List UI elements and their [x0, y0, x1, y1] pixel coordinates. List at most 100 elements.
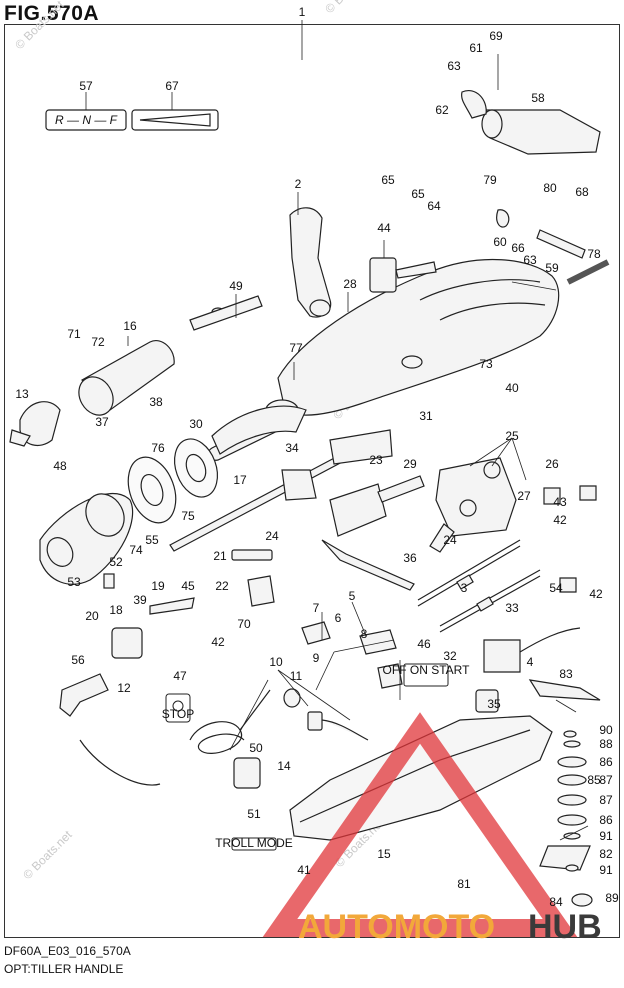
washer-stack — [539, 730, 593, 907]
callout-number: 86 — [599, 813, 613, 827]
callout-number: 91 — [599, 863, 613, 877]
callout-number: 5 — [349, 589, 356, 603]
callout-number: 61 — [469, 41, 483, 55]
callout-number: 53 — [67, 575, 81, 589]
callout-number: 20 — [85, 609, 99, 623]
callout-number: 84 — [549, 895, 563, 909]
callout-number: 42 — [553, 513, 567, 527]
callout-number: 82 — [599, 847, 613, 861]
shift-linkage — [321, 475, 425, 591]
callout-number: 69 — [489, 29, 503, 43]
figure-code: DF60A_E03_016_570A — [4, 944, 131, 958]
stop-decal-text: STOP — [162, 707, 194, 721]
callout-number: 28 — [343, 277, 357, 291]
callout-number: 16 — [123, 319, 137, 333]
callout-number: 1 — [299, 5, 306, 19]
callout-number: 3 — [461, 581, 468, 595]
callout-number: 41 — [297, 863, 311, 877]
decals: OFF ON START STOP TROLL MODE — [162, 663, 471, 851]
throttle-grip — [9, 340, 175, 447]
watermark-text: © Boats.net — [12, 0, 67, 52]
callout-number: 49 — [229, 279, 243, 293]
figure-description: OPT:TILLER HANDLE — [4, 962, 124, 976]
callout-number: 15 — [377, 847, 391, 861]
callout-number: 37 — [95, 415, 109, 429]
logo-triangle — [262, 712, 578, 937]
callout-number: 87 — [599, 793, 613, 807]
callout-number: 81 — [457, 877, 471, 891]
diagram-frame — [4, 24, 620, 938]
callout-number: 22 — [215, 579, 229, 593]
callout-number: 87 — [599, 773, 613, 787]
callout-number: 72 — [91, 335, 105, 349]
callout-number: 80 — [543, 181, 557, 195]
watermark-text: © Boats.net — [322, 0, 377, 16]
callout-number: 78 — [587, 247, 601, 261]
callout-number: 7 — [313, 601, 320, 615]
callout-number: 31 — [419, 409, 433, 423]
callout-number: 39 — [133, 593, 147, 607]
callout-number: 68 — [575, 185, 589, 199]
callout-number: 57 — [79, 79, 93, 93]
callout-number: 86 — [599, 755, 613, 769]
callout-number: 45 — [181, 579, 195, 593]
callout-number: 70 — [237, 617, 251, 631]
control-cables — [417, 539, 541, 633]
logo-text-primary: AUTOMOTO — [298, 908, 495, 946]
steering-bracket — [461, 90, 610, 285]
callout-number: 65 — [411, 187, 425, 201]
brand-logo: AUTOMOTO HUB — [262, 712, 602, 946]
figure-title: FIG.570A — [4, 2, 100, 25]
kill-switch-cord — [79, 689, 271, 786]
callout-number: 67 — [165, 79, 179, 93]
callout-number: 2 — [295, 177, 302, 191]
callout-number: 42 — [211, 635, 225, 649]
electrical-components — [369, 257, 601, 701]
callout-number: 91 — [599, 829, 613, 843]
callout-number: 8 — [361, 627, 368, 641]
callout-number: 76 — [151, 441, 165, 455]
callout-number: 46 — [417, 637, 431, 651]
callout-number: 65 — [381, 173, 395, 187]
shift-assembly — [429, 457, 517, 553]
callout-number: 36 — [403, 551, 417, 565]
callout-number: 13 — [15, 387, 29, 401]
callout-number: 90 — [599, 723, 613, 737]
callout-number: 52 — [109, 555, 123, 569]
callout-number: 60 — [493, 235, 507, 249]
callout-number: 71 — [67, 327, 81, 341]
ignition-decal-text: OFF ON START — [383, 663, 471, 677]
callout-number: 17 — [233, 473, 247, 487]
callout-number: 12 — [117, 681, 131, 695]
callout-number: 33 — [505, 601, 519, 615]
throttle-grip-outer — [39, 492, 134, 585]
callout-number: 4 — [527, 655, 534, 669]
callout-number: 54 — [549, 581, 563, 595]
callout-number: 89 — [605, 891, 619, 905]
callout-number: 30 — [189, 417, 203, 431]
callout-number: 42 — [589, 587, 603, 601]
callout-number: 23 — [369, 453, 383, 467]
callout-number: 64 — [427, 199, 441, 213]
callout-number: 10 — [269, 655, 283, 669]
callout-number: 9 — [313, 651, 320, 665]
callout-number: 25 — [505, 429, 519, 443]
callout-number: 18 — [109, 603, 123, 617]
small-parts — [59, 295, 597, 789]
callout-number: 50 — [249, 741, 263, 755]
callout-number: 26 — [545, 457, 559, 471]
callout-number: 63 — [523, 253, 537, 267]
callout-number: 48 — [53, 459, 67, 473]
callout-number: 79 — [483, 173, 497, 187]
callout-number: 11 — [290, 669, 303, 683]
callout-number: 56 — [71, 653, 85, 667]
watermark-text: © Boats.net — [20, 827, 75, 882]
callout-number: 51 — [247, 807, 261, 821]
callout-number: 83 — [559, 667, 573, 681]
rnf-plate-text: R — N — F — [55, 113, 118, 127]
callout-number: 14 — [277, 759, 291, 773]
callout-number: 77 — [289, 341, 303, 355]
callout-number: 24 — [443, 533, 457, 547]
